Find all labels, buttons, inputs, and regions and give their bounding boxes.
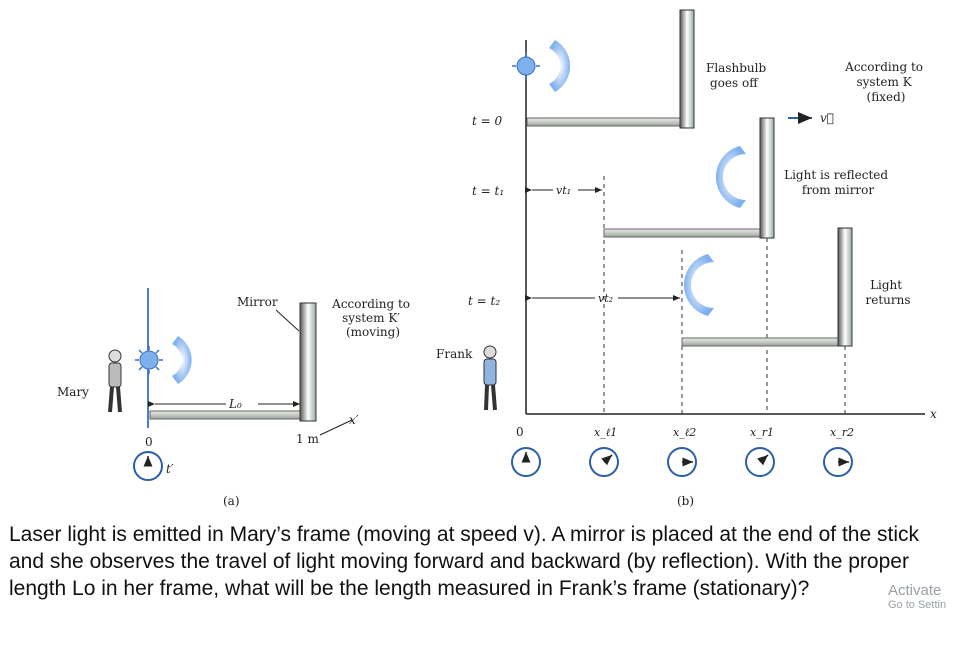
mary-figure bbox=[108, 349, 122, 413]
mary-label: Mary bbox=[57, 385, 89, 399]
question-text: Laser light is emitted in Mary’s frame (… bbox=[9, 523, 920, 600]
stick-b1 bbox=[603, 228, 761, 238]
svg-text:x_r2: x_r2 bbox=[830, 426, 854, 439]
stick-b0 bbox=[526, 117, 681, 127]
stick-b2 bbox=[681, 337, 839, 347]
mirror-label: Mirror bbox=[237, 295, 278, 309]
svg-text:Light returns: Light returns bbox=[865, 278, 910, 307]
flash-sun-icon bbox=[135, 346, 163, 374]
svg-text:x_ℓ1: x_ℓ1 bbox=[594, 426, 617, 439]
stick-a bbox=[149, 410, 301, 420]
svg-text:Light is reflected from: Light is reflected from mirror bbox=[784, 168, 892, 197]
distance-vt2: vt₂ bbox=[598, 292, 613, 305]
clock-icon bbox=[745, 447, 775, 477]
frank-figure bbox=[483, 345, 497, 411]
caption-b: (b) bbox=[677, 494, 694, 508]
end-label-a: 1 m bbox=[296, 432, 319, 446]
panel-b: x Flashbulb goes off According to system… bbox=[436, 9, 937, 508]
system-k-prime-line3: (moving) bbox=[346, 325, 400, 339]
watermark-line1: Activate bbox=[888, 582, 942, 599]
mirror-b0 bbox=[679, 9, 695, 129]
frank-label: Frank bbox=[436, 347, 473, 361]
clock-icon bbox=[667, 447, 697, 477]
watermark-line2: Go to Settin bbox=[888, 599, 947, 611]
time-label-1: t = t₁ bbox=[472, 184, 504, 198]
x-prime-label: x′ bbox=[349, 413, 359, 427]
clock-icon bbox=[823, 447, 853, 477]
origin-label-a: 0 bbox=[145, 435, 153, 449]
svg-text:According to system K′: According to system K′ (moving) bbox=[331, 297, 414, 339]
system-k-prime-line2: system K′ bbox=[342, 311, 400, 325]
x-axis-label: x bbox=[930, 407, 937, 421]
clock-icon bbox=[133, 451, 163, 481]
panel-a: Mary Mirror According to system K′ (movi… bbox=[57, 288, 414, 508]
sun-icon-b bbox=[512, 52, 540, 80]
mirror-b2 bbox=[837, 227, 853, 347]
clock-icon bbox=[511, 447, 541, 477]
t-prime-label: t′ bbox=[166, 462, 174, 476]
time-label-2: t = t₂ bbox=[468, 294, 500, 308]
distance-vt1: vt₁ bbox=[556, 184, 571, 197]
system-k-prime-line1: According to bbox=[331, 297, 410, 311]
mirror-b1 bbox=[759, 117, 775, 239]
svg-text:Flashbulb goes off: Flashbulb goes off bbox=[706, 61, 770, 90]
length-label: L₀ bbox=[228, 397, 242, 411]
time-label-0: t = 0 bbox=[472, 114, 503, 128]
mirror-a bbox=[299, 302, 317, 422]
svg-text:According to system K: According to system K (fixed) bbox=[844, 60, 927, 104]
svg-text:x_r1: x_r1 bbox=[750, 426, 774, 439]
svg-text:0: 0 bbox=[516, 425, 524, 439]
clock-icon bbox=[589, 447, 619, 477]
svg-text:x_ℓ2: x_ℓ2 bbox=[673, 426, 696, 439]
light-wave-icon bbox=[172, 336, 192, 384]
activate-watermark: Activate Go to Settin bbox=[888, 583, 946, 612]
caption-a: (a) bbox=[223, 494, 240, 508]
velocity-label: v⃗ bbox=[820, 111, 834, 125]
relativity-figure: Mary Mirror According to system K′ (movi… bbox=[57, 9, 937, 508]
